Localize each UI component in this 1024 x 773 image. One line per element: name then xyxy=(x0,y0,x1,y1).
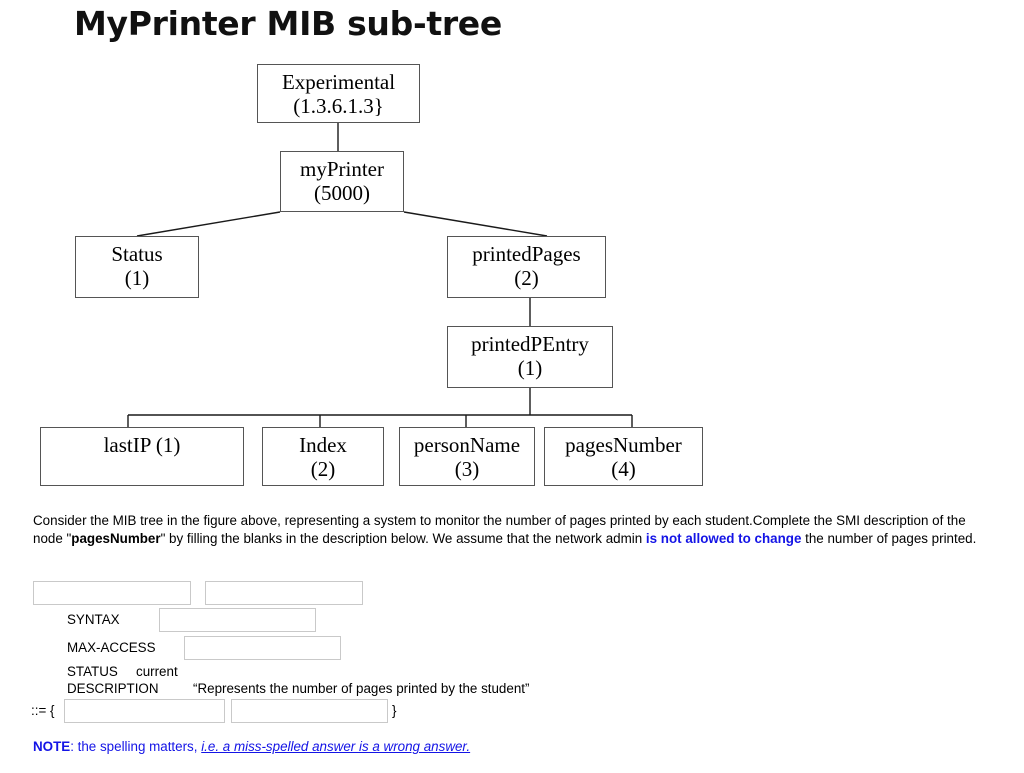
tree-node-personname: personName (3) xyxy=(399,427,535,486)
tree-node-printedpages-oid: (2) xyxy=(514,265,539,290)
oid-parent-input[interactable] xyxy=(64,699,225,723)
tree-node-printedpages: printedPages (2) xyxy=(447,236,606,298)
question-text-part3: the number of pages printed. xyxy=(801,531,977,547)
tree-node-experimental-label: Experimental xyxy=(281,70,396,94)
tree-node-printedpages-label: printedPages xyxy=(472,242,581,266)
tree-node-printedpentry: printedPEntry (1) xyxy=(447,326,613,388)
max-access-label: MAX-ACCESS xyxy=(67,640,156,655)
tree-node-pagesnumber: pagesNumber (4) xyxy=(544,427,703,486)
status-value: current xyxy=(136,664,178,679)
tree-node-myprinter-oid: (5000) xyxy=(314,180,370,205)
note-lead: NOTE xyxy=(33,739,71,754)
question-text-part1: Consider the MIB tree in the figure abov… xyxy=(33,513,966,547)
oid-suffix: } xyxy=(392,703,397,718)
question-text-part2: " by filling the blanks in the descripti… xyxy=(160,531,646,547)
syntax-label: SYNTAX xyxy=(67,612,120,627)
tree-node-lastip: lastIP (1) xyxy=(40,427,244,486)
max-access-input[interactable] xyxy=(184,636,341,660)
description-label: DESCRIPTION xyxy=(67,681,159,696)
mib-tree-diagram: Experimental (1.3.6.1.3} myPrinter (5000… xyxy=(40,64,703,486)
status-label: STATUS xyxy=(67,664,118,679)
question-prompt: Consider the MIB tree in the figure abov… xyxy=(33,512,981,548)
question-blue-emphasis: is not allowed to change xyxy=(645,531,802,547)
tree-node-index: Index (2) xyxy=(262,427,384,486)
oid-index-input[interactable] xyxy=(231,699,388,723)
tree-node-status-label: Status xyxy=(111,242,163,266)
tree-node-printedpentry-oid: (1) xyxy=(517,355,543,380)
question-node-name: pagesNumber xyxy=(71,531,161,547)
note-middle: : the spelling matters, xyxy=(70,739,202,754)
oid-prefix: ::= { xyxy=(31,703,55,718)
tree-node-pagesnumber-oid: (4) xyxy=(611,456,636,481)
note-emphasis: i.e. a miss-spelled answer is a wrong an… xyxy=(201,739,471,754)
tree-node-myprinter: myPrinter (5000) xyxy=(280,151,404,212)
tree-node-experimental: Experimental (1.3.6.1.3} xyxy=(257,64,420,123)
page-title: MyPrinter MIB sub-tree xyxy=(74,4,502,43)
note-line: NOTE: the spelling matters, i.e. a miss-… xyxy=(33,739,470,754)
tree-node-printedpentry-label: printedPEntry xyxy=(471,332,589,356)
tree-node-personname-oid: (3) xyxy=(454,456,480,481)
tree-node-index-label: Index xyxy=(299,433,347,457)
description-value: “Represents the number of pages printed … xyxy=(193,681,530,696)
tree-node-status-oid: (1) xyxy=(124,265,150,290)
tree-node-pagesnumber-label: pagesNumber xyxy=(565,433,682,457)
tree-node-experimental-oid: (1.3.6.1.3} xyxy=(293,93,384,118)
tree-node-index-oid: (2) xyxy=(310,456,336,481)
tree-node-myprinter-label: myPrinter xyxy=(300,157,384,181)
tree-node-status: Status (1) xyxy=(75,236,199,298)
object-name-input[interactable] xyxy=(33,581,191,605)
tree-node-lastip-label: lastIP (1) xyxy=(103,433,181,457)
tree-node-personname-label: personName xyxy=(413,433,521,457)
tree-connector-lines xyxy=(127,123,633,427)
syntax-input[interactable] xyxy=(159,608,316,632)
object-type-input[interactable] xyxy=(205,581,363,605)
